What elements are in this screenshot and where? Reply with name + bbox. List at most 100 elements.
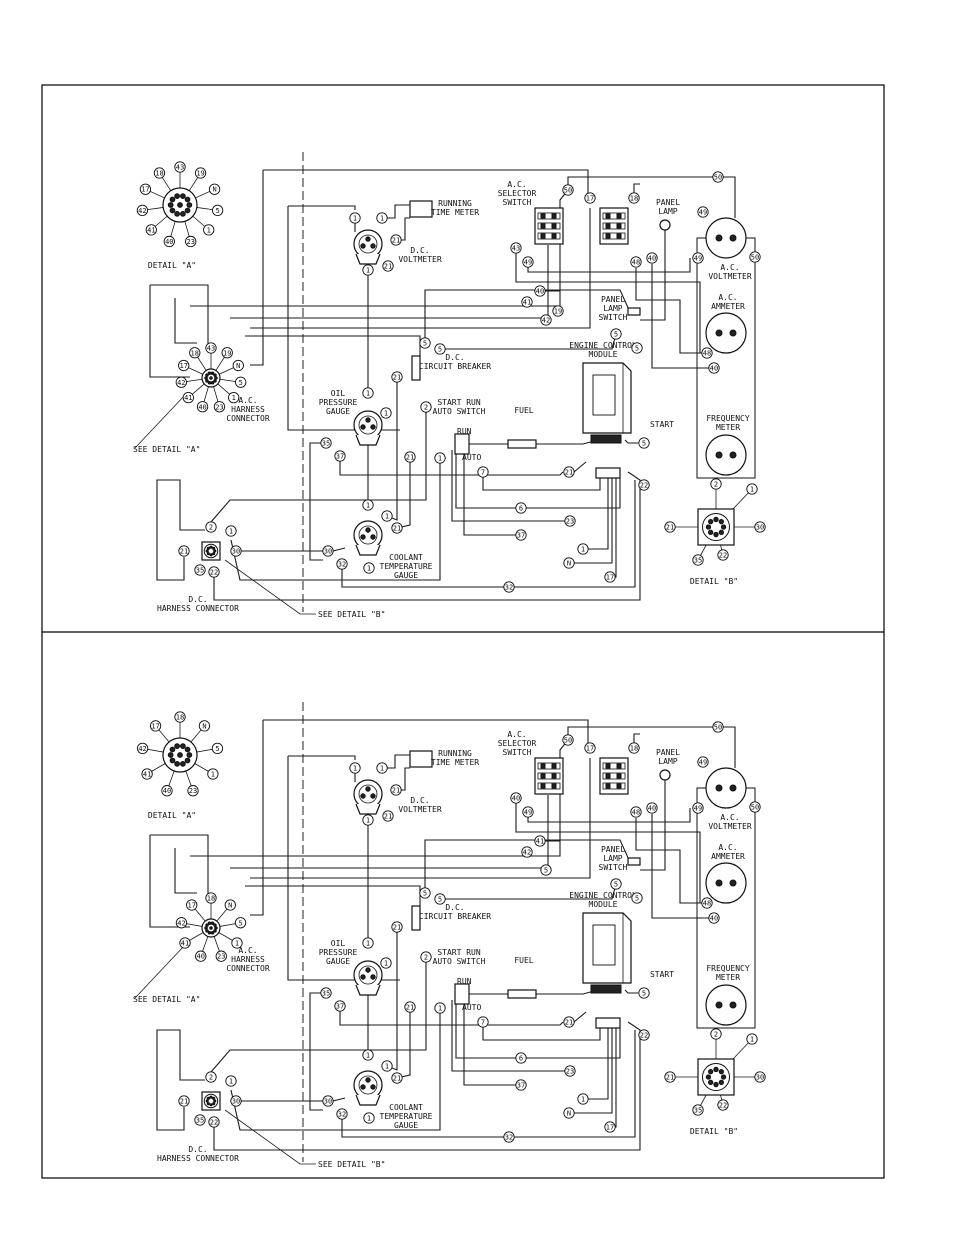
svg-text:17: 17 [586, 195, 594, 203]
pls-terminal: 5 [610, 328, 622, 340]
acsel-terminal: 43 [510, 242, 522, 254]
detail-a-connector [162, 187, 198, 223]
harness-loop [149, 835, 190, 928]
dc-harness-pin: 2 [205, 521, 217, 533]
coolant-temperature-gauge-label-line: GAUGE [394, 1121, 418, 1130]
bundle-terminal: 6 [515, 502, 527, 514]
detail-b-label: DETAIL "B" [690, 577, 738, 586]
svg-text:2: 2 [424, 954, 428, 962]
start-run-auto-switch-label-line: AUTO SWITCH [433, 957, 486, 966]
svg-text:42: 42 [542, 317, 550, 325]
ac-wire-terminal: 41 [534, 835, 546, 847]
ac-harness-connector [201, 918, 221, 938]
auto-label: AUTO [462, 453, 481, 462]
cb-terminal: 5 [419, 887, 431, 899]
svg-text:23: 23 [566, 1068, 574, 1076]
svg-text:5: 5 [238, 919, 242, 927]
svg-text:17: 17 [187, 902, 195, 910]
dc-harness-pin: 30 [230, 545, 242, 557]
dc-circuit-breaker-label: D.C.CIRCUIT BREAKER [419, 353, 491, 371]
fuel-label-line: FUEL [514, 956, 533, 965]
detail-b-pin: 30 [754, 521, 766, 533]
ctg-terminal: 30 [322, 545, 334, 557]
svg-text:49: 49 [699, 759, 707, 767]
ac-harness-pin: 18 [189, 347, 201, 359]
dc-harness-pin: 21 [178, 545, 190, 557]
svg-text:23: 23 [566, 518, 574, 526]
22-run [213, 1021, 641, 1151]
bundle-terminal: 6 [515, 1052, 527, 1064]
svg-text:1: 1 [380, 765, 384, 773]
48-run [635, 818, 702, 904]
acsel-terminal: 17 [584, 192, 596, 204]
svg-text:17: 17 [179, 362, 187, 370]
pls-terminal: 5 [610, 878, 622, 890]
ac-19-run [250, 208, 591, 329]
bundle-23-run [451, 450, 565, 522]
svg-text:40: 40 [197, 953, 205, 961]
bundle-run [526, 1028, 621, 1059]
ac-harness-pin: 40 [196, 401, 209, 413]
detail-a-pin: 5 [211, 742, 224, 755]
panel-lamp [659, 769, 671, 781]
ac-voltmeter-label-line: A.C. [720, 263, 739, 272]
rtm-wire [382, 754, 410, 769]
fuel-label-line: FUEL [514, 406, 533, 415]
svg-text:1: 1 [207, 226, 211, 234]
ac-voltmeter-label-line: VOLTMETER [708, 822, 752, 831]
acv-terminal: 50 [749, 801, 761, 813]
dc-harness-pin: 35 [194, 564, 206, 576]
svg-text:1: 1 [581, 546, 585, 554]
bundle-17-run [615, 1028, 617, 1128]
pls-run [424, 289, 631, 343]
ac-ammeter-label-line: AMMETER [711, 302, 745, 311]
engine-control-module-label-line: ENGINE CONTROL [569, 891, 637, 900]
dc-voltmeter-gauge [353, 229, 383, 265]
oil-terminal: 37 [334, 450, 346, 462]
detail-a-pin: 1 [207, 768, 219, 780]
start-run-auto-switch-label-line: START RUN [437, 398, 481, 407]
frequency-meter-label-line: METER [716, 423, 740, 432]
coolant-temperature-gauge-label-line: GAUGE [394, 571, 418, 580]
21-run [396, 457, 411, 529]
svg-text:21: 21 [392, 237, 400, 245]
pls-run [424, 839, 631, 893]
svg-text:1: 1 [366, 502, 370, 510]
svg-text:1: 1 [380, 215, 384, 223]
ac-harness-pin: 43 [205, 342, 217, 354]
start-label: START [650, 420, 674, 429]
oil-pressure-gauge-label-line: PRESSURE [319, 398, 358, 407]
ecm-terminal: 22 [638, 479, 650, 491]
50-run [567, 176, 713, 185]
svg-text:42: 42 [177, 379, 185, 387]
svg-text:6: 6 [519, 505, 523, 513]
start-label-line: START [650, 970, 674, 979]
dc-harness-pin: 35 [194, 1114, 206, 1126]
acsel-terminal: 18 [628, 192, 640, 204]
ac-selector-switch-label-line: A.C. [507, 730, 526, 739]
50-run [723, 726, 736, 768]
svg-text:49: 49 [694, 255, 702, 263]
detail-a-pin: 41 [145, 224, 157, 236]
50-run [567, 726, 713, 735]
oil-pressure-gauge [353, 410, 383, 446]
bundle-terminal: 1 [577, 1093, 589, 1105]
svg-text:48: 48 [703, 900, 711, 908]
dcv-terminal: 1 [362, 814, 374, 826]
cb-ctg-run [386, 927, 398, 1071]
ac-wire-terminal: 40 [534, 285, 546, 297]
acsel-terminal: 50 [562, 734, 574, 746]
svg-text:22: 22 [640, 482, 648, 490]
harness-loop [174, 848, 197, 894]
oil-pressure-gauge-label-line: PRESSURE [319, 948, 358, 957]
svg-text:2: 2 [714, 481, 718, 489]
18-run [633, 183, 640, 193]
start-run-auto-switch [454, 433, 470, 455]
dc-harness-connector [201, 1091, 221, 1111]
svg-text:19: 19 [223, 349, 231, 357]
svg-text:2: 2 [714, 1031, 718, 1039]
